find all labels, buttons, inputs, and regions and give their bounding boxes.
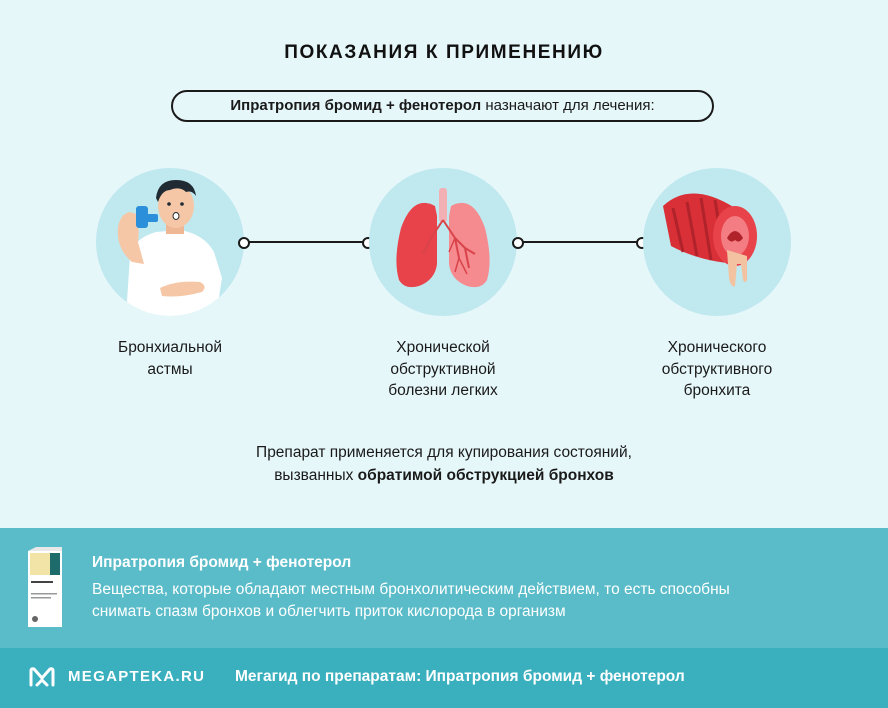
drug-package-icon	[28, 547, 62, 627]
drug-info-text: Вещества, которые обладают местным бронх…	[92, 581, 730, 620]
logo-text[interactable]: MEGAPTEKA.RU	[68, 668, 206, 685]
bronchus-icon	[643, 168, 791, 316]
drug-info-band: Ипратропия бромид + фенотерол Вещества, …	[0, 528, 888, 648]
indication-label-bronchitis: Хронического обструктивного бронхита	[661, 339, 773, 399]
drug-info-heading: Ипратропия бромид + фенотерол	[92, 554, 352, 571]
megapteka-logo-icon	[29, 667, 55, 687]
page-title: ПОКАЗАНИЯ К ПРИМЕНЕНИЮ	[284, 42, 604, 63]
subtitle-rest: назначают для лечения:	[481, 97, 655, 114]
indication-label-copd: Хронической обструктивной болезни легких	[388, 339, 498, 399]
subtitle-drug-name: Ипратропия бромид + фенотерол	[230, 97, 482, 114]
connector-line-1	[238, 235, 374, 249]
indication-label-asthma: Бронхиальной астмы	[118, 339, 222, 378]
footer: MEGAPTEKA.RU Мегагид по препаратам: Ипра…	[0, 648, 888, 708]
connector-line-2	[512, 235, 648, 249]
lungs-icon	[369, 168, 517, 316]
asthma-inhaler-icon	[96, 168, 244, 316]
footer-text: Мегагид по препаратам: Ипратропия бромид…	[235, 668, 685, 685]
usage-note: Препарат применяется для купирования сос…	[256, 444, 632, 484]
subtitle-pill: Ипратропия бромид + фенотерол назначают …	[171, 90, 714, 122]
